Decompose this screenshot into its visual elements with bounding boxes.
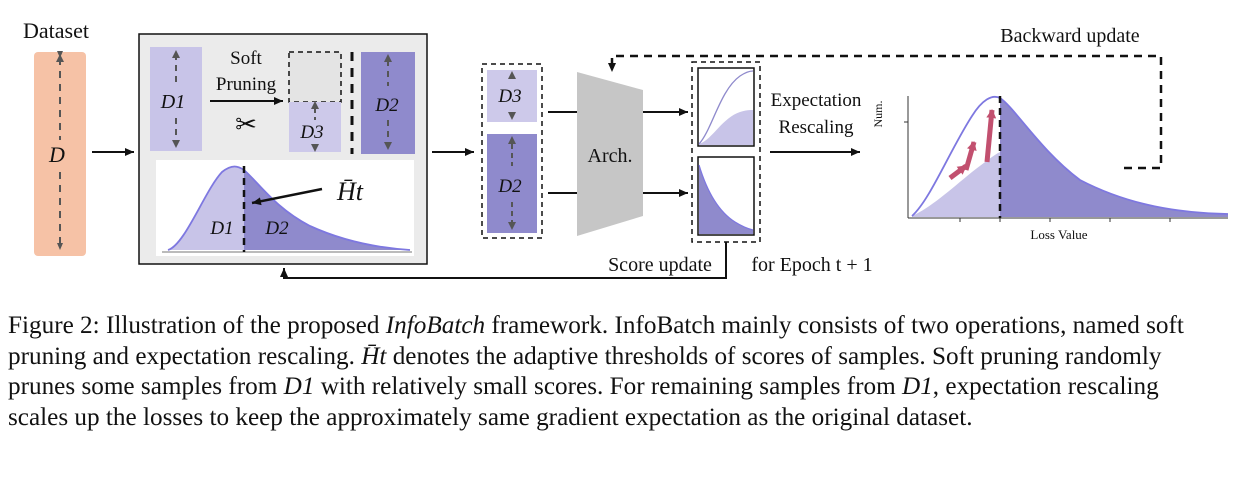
architecture-block xyxy=(577,72,643,236)
threshold-label: H̄t xyxy=(336,177,364,206)
high-loss-region xyxy=(1000,98,1228,217)
backward-update-loop xyxy=(608,54,1163,170)
d2-block-label: D2 xyxy=(374,95,399,116)
dataset-bar xyxy=(34,52,86,256)
d2-region xyxy=(244,170,410,250)
score-update-label: Score update xyxy=(608,254,712,276)
architecture-label: Arch. xyxy=(588,145,633,167)
y-axis-label: Num. xyxy=(871,101,885,128)
caption-threshold-text: denotes the adaptive thresholds of score… xyxy=(8,342,1162,401)
batch-d3-label: D3 xyxy=(497,86,521,107)
soft-pruning-line1: Soft xyxy=(230,48,262,69)
for-epoch-label: for Epoch t + 1 xyxy=(751,254,872,276)
scissors-icon: ✂ xyxy=(235,110,257,139)
caption-framework-name: InfoBatch xyxy=(385,312,486,339)
expectation-rescaling-line2: Rescaling xyxy=(779,117,854,138)
figure-caption: Figure 2: Illustration of the proposed I… xyxy=(8,311,1224,433)
x-axis-label: Loss Value xyxy=(1030,227,1087,242)
plot-d1-label: D1 xyxy=(209,218,233,239)
threshold-pointer xyxy=(251,187,323,206)
d1-block-label: D1 xyxy=(160,91,185,113)
dataset-symbol: D xyxy=(48,142,65,167)
caption-d1-symbol-b: D1 xyxy=(902,373,933,400)
double-arrow-icon xyxy=(56,51,64,250)
rescaled-curve xyxy=(911,95,1229,217)
plot-d2-label: D2 xyxy=(264,218,289,239)
caption-d1-symbol-a: D1 xyxy=(283,373,315,400)
rescale-arrows xyxy=(948,109,997,180)
backward-update-label: Backward update xyxy=(1000,25,1140,47)
score-update-loop xyxy=(280,242,727,279)
d1-region xyxy=(168,166,244,250)
dataset-title: Dataset xyxy=(23,18,89,43)
caption-pruning-text: with relatively small scores. For remain… xyxy=(320,373,896,400)
soft-pruning-line2: Pruning xyxy=(216,74,277,95)
caption-rescaling-text: , expectation rescaling scales up the lo… xyxy=(8,373,1159,431)
expectation-rescaling-line1: Expectation xyxy=(771,90,862,111)
caption-figure-prefix: Figure 2: Illustration of the proposed xyxy=(8,312,380,339)
caption-threshold-symbol: H̄t xyxy=(361,342,387,370)
batch-stack xyxy=(481,63,543,239)
pruned-placeholder-box xyxy=(288,51,342,103)
caption-after-name: framework. InfoBatch mainly consists of … xyxy=(8,312,1184,370)
batch-d2-label: D2 xyxy=(497,176,522,197)
infobatch-framework-diagram: Dataset D D1 Soft Pruning ✂ D3 D2 D1 D2 … xyxy=(23,18,1229,279)
low-loss-region xyxy=(912,152,1000,217)
d3-block-label: D3 xyxy=(299,122,323,143)
batch-d2-block xyxy=(487,134,537,233)
